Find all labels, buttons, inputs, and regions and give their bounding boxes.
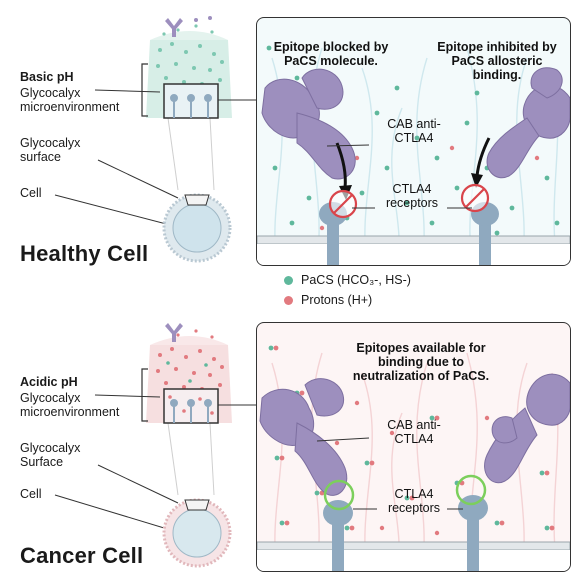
cancer-binding-site-left	[323, 479, 355, 511]
cancer-ph-label: Acidic pH	[20, 375, 78, 389]
proton-swatch	[284, 295, 293, 305]
cancer-illustration	[0, 305, 260, 587]
healthy-callout-right: Epitope inhibited by PaCS allosteric bin…	[437, 40, 557, 82]
cancer-cell	[162, 498, 232, 568]
healthy-blocked-symbol-left	[328, 189, 358, 219]
healthy-micro-label: Glycocalyx microenvironment	[20, 86, 120, 114]
healthy-cell	[162, 193, 232, 263]
cancer-micro-label: Glycocalyx microenvironment	[20, 391, 120, 419]
cancer-panel-art	[257, 345, 570, 571]
healthy-ctla4-label: CTLA4 receptors	[385, 182, 439, 210]
healthy-surface-label: Glycocalyx surface	[20, 136, 81, 164]
cancer-callout: Epitopes available for binding due to ne…	[352, 341, 490, 383]
cancer-antibody-left	[259, 378, 348, 496]
healthy-panel: Epitope blocked by PaCS molecule. Epitop…	[256, 17, 571, 266]
healthy-ph-label: Basic pH	[20, 70, 74, 84]
healthy-blocked-symbol-right	[460, 183, 490, 213]
cancer-cell-label: Cell	[20, 487, 42, 501]
legend-label-protons: Protons (H+)	[301, 293, 373, 307]
healthy-title: Healthy Cell	[20, 241, 149, 266]
legend-item-protons: Protons (H+)	[284, 293, 411, 307]
legend-item-pacs: PaCS (HCO₃-, HS-)	[284, 273, 411, 287]
cancer-title: Cancer Cell	[20, 543, 144, 568]
healthy-cell-diagram	[54, 16, 258, 263]
cancer-binding-site-right	[455, 474, 487, 506]
cancer-panel: Epitopes available for binding due to ne…	[256, 322, 571, 572]
healthy-illustration	[0, 0, 260, 280]
cancer-antibody-right	[484, 373, 570, 484]
healthy-antibody-right	[486, 67, 570, 179]
cancer-cab-label: CAB anti-CTLA4	[387, 418, 441, 446]
healthy-antibody-left	[261, 68, 356, 180]
healthy-cell-label: Cell	[20, 186, 42, 200]
healthy-panel-art	[257, 45, 570, 265]
cancer-ctla4-label: CTLA4 receptors	[387, 487, 441, 515]
cancer-surface-label: Glycocalyx Surface	[20, 441, 81, 469]
pacs-swatch	[284, 275, 293, 285]
cancer-cell-diagram	[54, 323, 258, 568]
healthy-cab-label: CAB anti-CTLA4	[387, 117, 441, 145]
healthy-callout-left: Epitope blocked by PaCS molecule.	[273, 40, 389, 68]
legend: PaCS (HCO₃-, HS-) Protons (H+)	[284, 273, 411, 307]
legend-label-pacs: PaCS (HCO₃-, HS-)	[301, 273, 411, 287]
